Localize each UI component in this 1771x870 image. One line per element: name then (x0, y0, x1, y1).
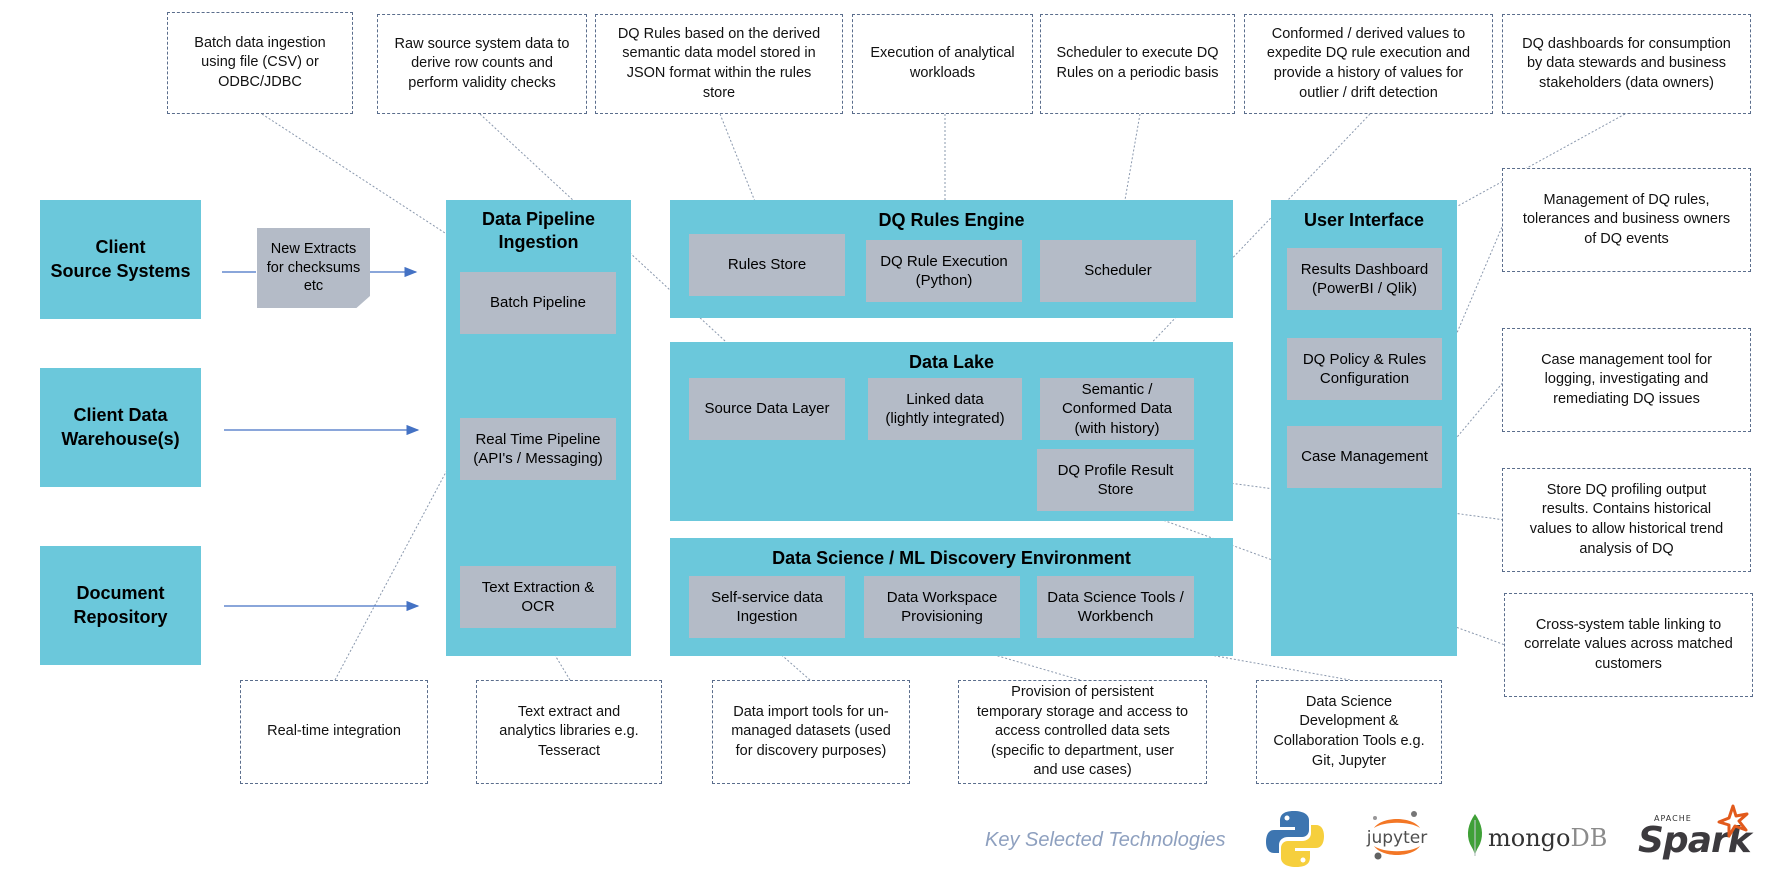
self-service-data-ingestion: Self-service data Ingestion (689, 576, 845, 638)
flow-arrows (222, 266, 420, 612)
note-text-extract-libraries: Text extract and analytics libraries e.g… (476, 680, 662, 784)
component-label: Linked data (lightly integrated) (885, 390, 1005, 428)
jupyter-logo-icon: jupyter (1366, 806, 1428, 868)
note-text: Batch data ingestion using file (CSV) or… (194, 34, 326, 90)
component-label: Results Dashboard (PowerBI / Qlik) (1300, 260, 1429, 298)
component-label: Source Data Layer (704, 400, 830, 418)
source-label: Client Data Warehouse(s) (61, 405, 180, 449)
key-technologies-label: Key Selected Technologies (985, 829, 1226, 851)
note-text: Management of DQ rules, tolerances and b… (1522, 191, 1731, 247)
note-text: Real-time integration (267, 723, 401, 740)
note-analytical-workloads: Execution of analytical workloads (852, 14, 1033, 114)
note-real-time-integration: Real-time integration (240, 680, 428, 784)
rules-store: Rules Store (689, 234, 845, 296)
component-label: Real Time Pipeline (API's / Messaging) (473, 430, 603, 468)
note-text: DQ Rules based on the derived semantic d… (617, 25, 821, 101)
note-ds-collaboration-tools: Data Science Development & Collaboration… (1256, 680, 1442, 784)
case-management: Case Management (1287, 426, 1442, 488)
batch-pipeline: Batch Pipeline (460, 272, 616, 334)
real-time-pipeline: Real Time Pipeline (API's / Messaging) (460, 418, 616, 480)
note-batch-ingestion: Batch data ingestion using file (CSV) or… (167, 12, 353, 114)
note-text: Data import tools for un- managed datase… (731, 703, 891, 759)
note-text: Raw source system data to derive row cou… (394, 35, 570, 91)
source-client-source-systems: Client Source Systems (40, 200, 201, 319)
mongodb-leaf-icon (1467, 814, 1483, 856)
component-label: Case Management (1301, 448, 1428, 466)
note-data-import-tools: Data import tools for un- managed datase… (712, 680, 910, 784)
results-dashboard: Results Dashboard (PowerBI / Qlik) (1287, 248, 1442, 310)
mongodb-logo-icon: mongoDB (1464, 812, 1614, 862)
note-text: Data Science Development & Collaboration… (1273, 693, 1425, 769)
source-label: Client Source Systems (50, 237, 191, 281)
note-text: Conformed / derived values to expedite D… (1266, 25, 1471, 101)
data-science-tools-workbench: Data Science Tools / Workbench (1037, 576, 1194, 638)
component-label: Scheduler (1084, 262, 1152, 280)
new-extracts-note: New Extracts for checksums etc (257, 228, 370, 308)
linked-data: Linked data (lightly integrated) (868, 378, 1022, 440)
note-dq-profiling-store: Store DQ profiling output results. Conta… (1502, 468, 1751, 572)
mongodb-text-mongo: mongo (1488, 824, 1571, 852)
note-cross-system-linking: Cross-system table linking to correlate … (1504, 593, 1753, 697)
mongodb-text-db: DB (1570, 824, 1608, 852)
component-label: Batch Pipeline (490, 294, 586, 312)
note-conformed-values: Conformed / derived values to expedite D… (1244, 14, 1493, 114)
dq-profile-result-store: DQ Profile Result Store (1037, 449, 1194, 511)
semantic-conformed-data: Semantic / Conformed Data (with history) (1040, 378, 1194, 440)
component-label: Rules Store (727, 256, 807, 274)
component-label: DQ Rule Execution (Python) (880, 252, 1008, 290)
panel-title: Data Lake (908, 352, 995, 372)
dq-policy-rules-configuration: DQ Policy & Rules Configuration (1287, 338, 1442, 400)
apache-text: APACHE (1654, 814, 1692, 823)
source-client-data-warehouse: Client Data Warehouse(s) (40, 368, 201, 487)
note-text: Cross-system table linking to correlate … (1524, 616, 1733, 672)
note-text: Store DQ profiling output results. Conta… (1529, 481, 1724, 557)
component-label: DQ Policy & Rules Configuration (1302, 350, 1427, 388)
note-text: Execution of analytical workloads (870, 45, 1015, 81)
panel-title: Data Science / ML Discovery Environment (772, 548, 1131, 568)
text-extraction-ocr: Text Extraction & OCR (460, 566, 616, 628)
note-text: Text extract and analytics libraries e.g… (499, 703, 639, 759)
component-label: DQ Profile Result Store (1057, 461, 1174, 499)
note-persistent-storage: Provision of persistent temporary storag… (958, 680, 1207, 784)
new-extracts-text: New Extracts for checksums etc (266, 240, 361, 295)
panel-title: Data Pipeline Ingestion (481, 209, 596, 253)
note-case-management-tool: Case management tool for logging, invest… (1502, 328, 1751, 432)
note-raw-source-data: Raw source system data to derive row cou… (377, 14, 587, 114)
apache-spark-logo-icon: APACHE Spark (1636, 804, 1752, 868)
source-document-repository: Document Repository (40, 546, 201, 665)
dq-rule-execution: DQ Rule Execution (Python) (866, 240, 1022, 302)
source-label: Document Repository (73, 583, 168, 627)
jupyter-text: jupyter (1366, 828, 1428, 848)
mongodb-text: mongoDB (1488, 824, 1607, 852)
note-dq-rules-management: Management of DQ rules, tolerances and b… (1502, 168, 1751, 272)
source-data-layer: Source Data Layer (689, 378, 845, 440)
python-logo-icon (1266, 811, 1324, 867)
data-workspace-provisioning: Data Workspace Provisioning (864, 576, 1020, 638)
note-dq-dashboards: DQ dashboards for consumption by data st… (1502, 14, 1751, 114)
component-label: Semantic / Conformed Data (with history) (1061, 380, 1173, 437)
note-text: Case management tool for logging, invest… (1541, 351, 1712, 407)
scheduler: Scheduler (1040, 240, 1196, 302)
panel-title: DQ Rules Engine (878, 210, 1025, 230)
note-dq-rules-json: DQ Rules based on the derived semantic d… (595, 14, 843, 114)
note-text: DQ dashboards for consumption by data st… (1522, 35, 1731, 91)
note-text: Provision of persistent temporary storag… (976, 684, 1189, 779)
jupyter-orbit-icon (1373, 811, 1420, 860)
component-label: Data Workspace Provisioning (886, 588, 998, 626)
panel-title: User Interface (1303, 210, 1425, 230)
note-text: Scheduler to execute DQ Rules on a perio… (1056, 45, 1219, 81)
component-label: Self-service data Ingestion (711, 588, 823, 626)
spark-text: Spark (1638, 820, 1752, 861)
component-label: Text Extraction & OCR (481, 578, 595, 616)
note-scheduler: Scheduler to execute DQ Rules on a perio… (1040, 14, 1235, 114)
component-label: Data Science Tools / Workbench (1047, 588, 1184, 626)
spark-star-icon (1717, 804, 1749, 838)
